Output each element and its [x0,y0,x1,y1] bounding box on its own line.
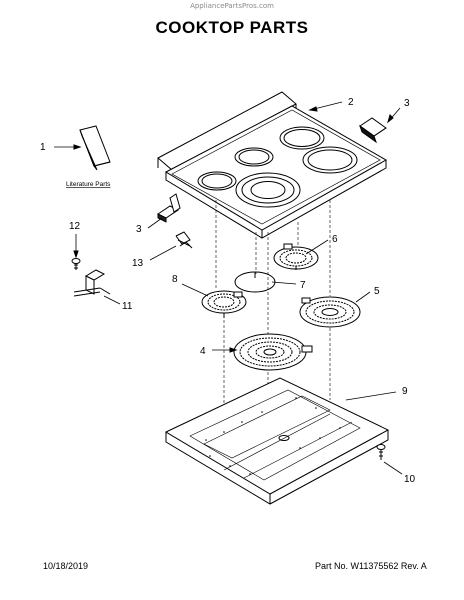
callout-3-upper: 3 [404,98,410,109]
bracket-upper [359,117,387,144]
alignment-lines [215,200,331,420]
element-4 [233,333,313,371]
callout-10: 10 [404,474,416,485]
element-6 [273,243,319,270]
leader-11 [103,295,121,305]
page-title: COOKTOP PARTS [155,18,309,37]
leader-5 [355,291,371,303]
leader-9 [345,391,397,401]
callout-3-left: 3 [136,224,142,235]
screw-10 [376,444,386,460]
watermark: AppliancePartsPros.com [190,2,274,10]
footer-date: 10/18/2019 [43,561,89,571]
callout-5: 5 [374,286,380,297]
screw-12 [71,258,81,270]
callout-7: 7 [300,280,306,291]
callout-6: 6 [332,234,338,245]
leader-7 [271,281,297,285]
callout-4: 4 [200,346,206,357]
bracket-11 [73,269,111,297]
bracket-left [157,193,181,223]
leader-8 [181,283,209,297]
footer-part-number: Part No. W11375562 Rev. A [315,561,427,571]
element-5 [299,296,361,328]
literature-parts-booklet [79,125,111,171]
callout-1: 1 [40,142,46,153]
leader-13 [149,245,177,261]
callout-11: 11 [122,301,133,312]
callout-13: 13 [132,258,144,269]
spacer-7 [234,271,276,293]
callout-12: 12 [69,221,81,232]
literature-parts-label: Literature Parts [66,181,111,188]
leader-3-left [147,217,163,229]
callout-8: 8 [172,274,178,285]
callout-2: 2 [348,97,354,108]
callout-9: 9 [402,386,408,397]
cooktop-glass [157,91,388,239]
clip-13 [175,231,193,249]
bottom-shield-9 [164,377,390,505]
leader-10 [383,461,403,475]
element-8 [201,290,247,318]
leader-6 [305,239,329,255]
